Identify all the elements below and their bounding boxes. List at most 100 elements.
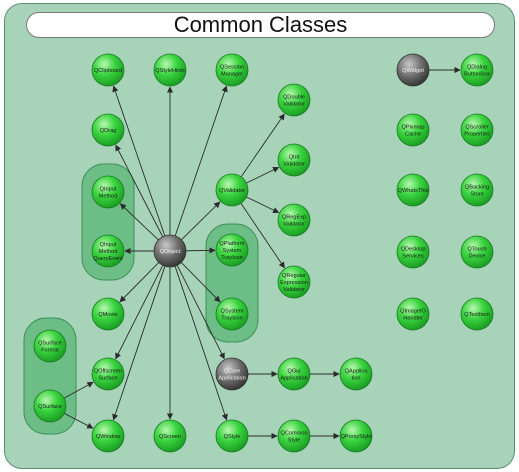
edge-qobject-to-qcoreapplication	[176, 265, 225, 360]
node-qtextitem: QTextItem	[460, 297, 494, 331]
node-label: QObject	[160, 249, 181, 255]
node-circle	[215, 233, 249, 267]
node-qsurface: QSurface	[33, 389, 67, 423]
node-label: QClipboard	[94, 68, 122, 74]
edge-qobject-to-qstyle	[174, 266, 228, 421]
node-circle	[460, 235, 494, 269]
node-qstyle: QStyle	[215, 419, 249, 453]
edge-qobject-to-qvalidator	[181, 201, 221, 241]
node-circle	[277, 265, 311, 299]
edge-qobject-to-qwindow	[112, 266, 166, 421]
edge-qvalidator-to-qdoublevalidator	[240, 113, 285, 178]
node-qclipboard: QClipboard	[91, 53, 125, 87]
node-label: QStyleHints	[155, 68, 185, 74]
node-circle	[277, 143, 311, 177]
edge-qvalidator-to-qregularexpressionvalidator	[240, 203, 285, 269]
node-circle	[215, 357, 249, 391]
node-label: QWindow	[96, 434, 121, 440]
node-qproxystyle: QProxyStyle	[339, 419, 373, 453]
node-circle	[460, 113, 494, 147]
node-qwindow: QWindow	[91, 419, 125, 453]
node-circle	[277, 203, 311, 237]
node-circle	[91, 53, 125, 87]
node-circle	[339, 419, 373, 453]
node-label: QDrag	[100, 128, 116, 134]
node-label: QSurface	[38, 404, 62, 410]
node-circle	[91, 419, 125, 453]
node-label: QWidget	[402, 68, 424, 74]
node-qobject: QObject	[153, 234, 187, 268]
node-qmovie: QMovie	[91, 297, 125, 331]
node-circle	[396, 297, 430, 331]
node-circle	[460, 173, 494, 207]
node-qwidget: QWidget	[396, 53, 430, 87]
node-qwhatsthis: QWhatsThis	[396, 173, 430, 207]
node-circle	[277, 419, 311, 453]
node-circle	[339, 357, 373, 391]
node-label: QMovie	[98, 312, 117, 318]
node-circle	[91, 297, 125, 331]
node-circle	[91, 234, 125, 268]
edge-qobject-to-qmovie	[119, 262, 160, 303]
edge-qsurface-to-qoffscreensurface	[63, 381, 94, 399]
node-circle	[460, 297, 494, 331]
node-circle	[153, 419, 187, 453]
node-circle	[460, 53, 494, 87]
node-qstylehints: QStyleHints	[153, 53, 187, 87]
node-circle	[153, 53, 187, 87]
node-label: QScreen	[159, 434, 181, 440]
edge-qvalidator-to-qregexpvalidator	[246, 196, 280, 214]
node-circle	[277, 357, 311, 391]
edge-qobject-to-qsessionmanager	[174, 85, 228, 237]
node-label: QTextItem	[464, 312, 490, 318]
node-circle	[91, 113, 125, 147]
node-label: QWhatsThis	[398, 188, 429, 194]
node-circle	[33, 389, 67, 423]
node-circle	[396, 235, 430, 269]
node-circle	[215, 173, 249, 207]
node-label: QValidator	[219, 188, 245, 194]
node-circle	[215, 419, 249, 453]
node-label: QStyle	[224, 434, 241, 440]
node-circle	[396, 173, 430, 207]
node-circle	[91, 357, 125, 391]
node-label: QProxyStyle	[340, 434, 371, 440]
node-circle	[215, 297, 249, 331]
node-circle	[396, 53, 430, 87]
